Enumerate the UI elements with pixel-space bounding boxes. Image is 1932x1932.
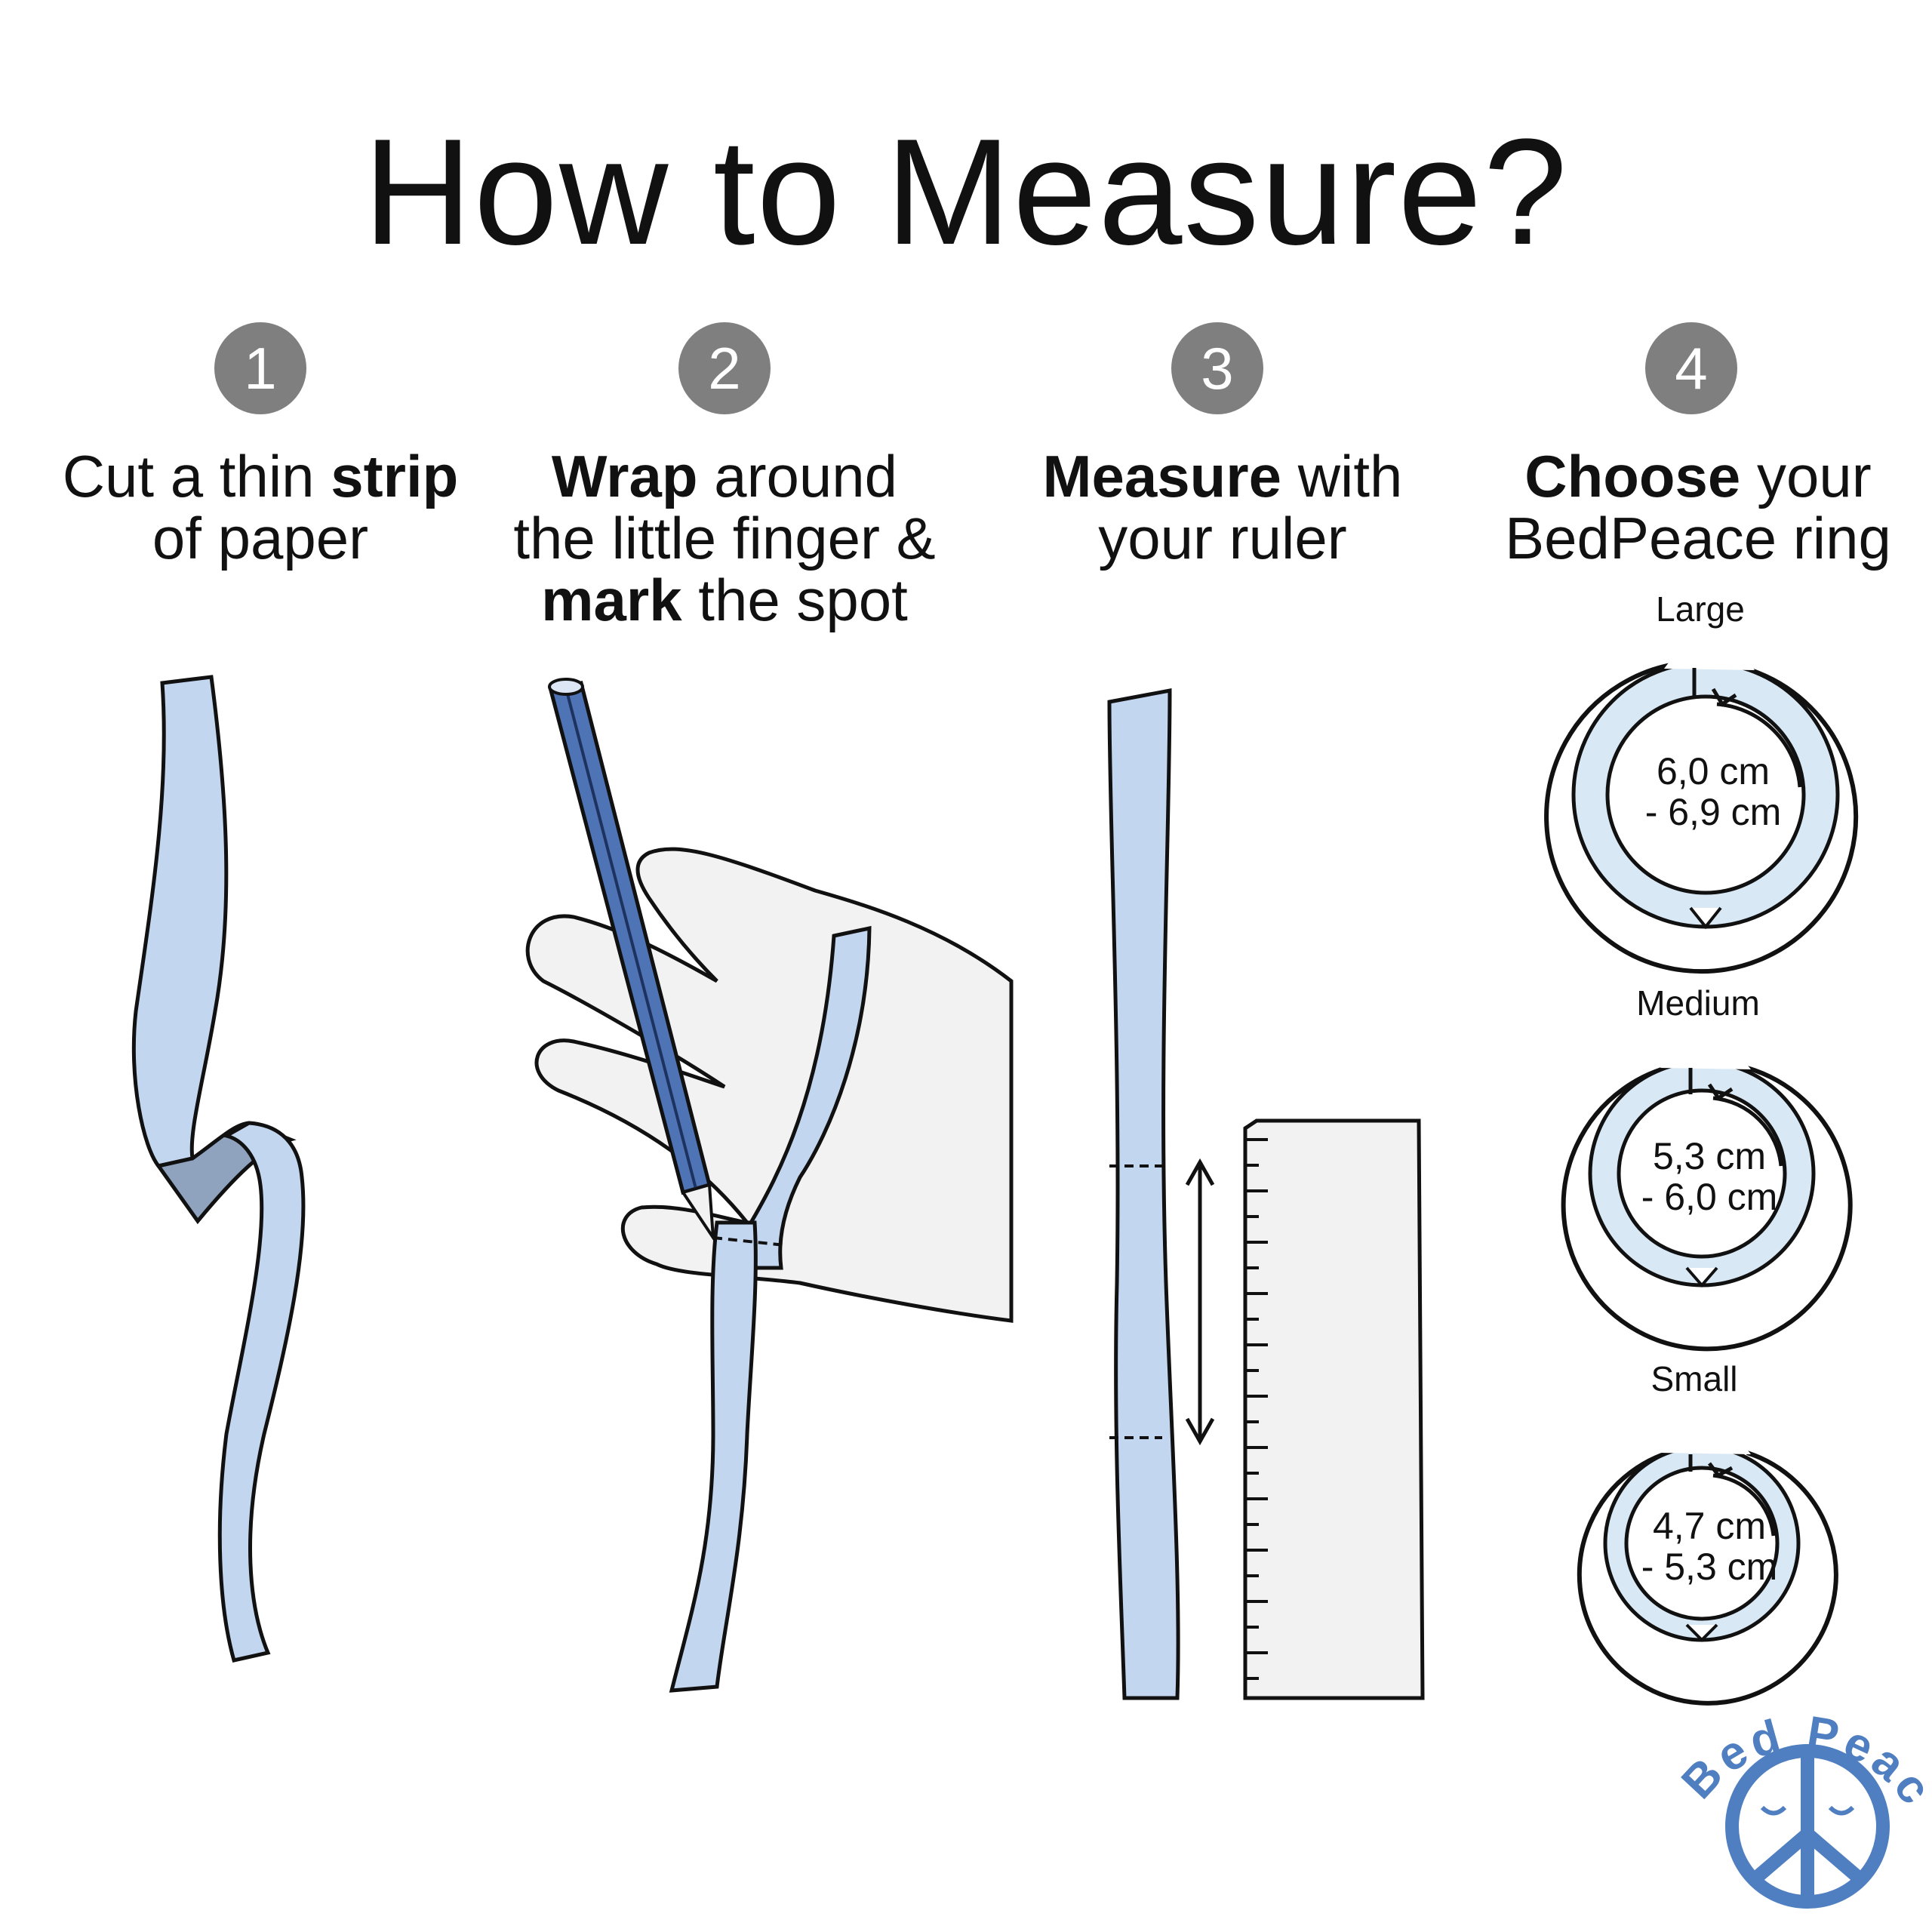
size-medium-range-min: 5,3 cm — [1652, 1135, 1767, 1177]
step-4-text-part: your — [1740, 443, 1872, 509]
size-medium-range-max: - 6,0 cm — [1641, 1176, 1778, 1218]
step-4-text-part: Choose — [1524, 443, 1741, 509]
size-large-range-max: - 6,9 cm — [1644, 791, 1782, 833]
size-medium-label: Medium — [1636, 983, 1760, 1023]
ring-large-arrow-icon — [1692, 668, 1802, 788]
size-medium-range: 5,3 cm - 6,0 cm — [1611, 1136, 1807, 1217]
ring-small-arrow-icon — [1688, 1454, 1776, 1537]
size-small-range-max: - 5,3 cm — [1641, 1546, 1778, 1588]
paper-strip-hanging — [669, 1220, 758, 1693]
step-3-text-part: your ruler — [1098, 505, 1347, 571]
ring-large — [1544, 644, 1859, 974]
hand-illustration — [525, 678, 1014, 1693]
size-large-label: Large — [1656, 589, 1745, 629]
step-3-text-part: Measure — [1042, 443, 1282, 509]
size-large-range-min: 6,0 cm — [1656, 750, 1770, 792]
step-1-text-part: Cut a thin — [62, 443, 331, 509]
step-1-number-badge: 1 — [214, 322, 306, 414]
size-large-range: 6,0 cm - 6,9 cm — [1615, 751, 1811, 832]
step-2-number-badge: 2 — [678, 322, 771, 414]
paper-strip-lower — [217, 1121, 306, 1663]
size-small-range: 4,7 cm - 5,3 cm — [1611, 1506, 1807, 1587]
step-1-text-part: strip — [331, 443, 459, 509]
step-2-text-part: the little finger & — [513, 505, 936, 571]
paper-strip-straight — [1107, 688, 1180, 1700]
step-4-text-part: BedPeace ring — [1505, 505, 1891, 571]
page-title: How to Measure? — [363, 108, 1569, 276]
pencil-icon — [548, 678, 715, 1244]
paper-strip-upper — [131, 675, 229, 1168]
ruler-ticks — [1247, 1138, 1268, 1680]
mark-line — [712, 1236, 786, 1247]
step-1-text-part: of paper — [152, 505, 369, 571]
step-4-number-badge: 4 — [1645, 322, 1737, 414]
step-2-text-part: around — [697, 443, 898, 509]
paper-strip-illustration — [131, 675, 306, 1663]
size-small-range-min: 4,7 cm — [1652, 1505, 1767, 1547]
ring-small — [1577, 1430, 1838, 1706]
ruler-illustration — [1107, 688, 1425, 1700]
ring-medium — [1561, 1045, 1853, 1352]
size-small-label: Small — [1651, 1359, 1738, 1398]
step-2-text-part: mark — [541, 567, 682, 633]
paper-strip-wrapped — [749, 925, 872, 1270]
step-3-number-badge: 3 — [1171, 322, 1263, 414]
ring-medium-arrow-icon — [1688, 1068, 1783, 1167]
pencil-tip — [680, 1183, 715, 1244]
double-arrow-icon — [1185, 1158, 1215, 1446]
step-2-text-part: the spot — [681, 567, 908, 633]
step-2-text-part: Wrap — [551, 443, 698, 509]
ruler — [1243, 1118, 1425, 1700]
step-3-text-part: with — [1281, 443, 1403, 509]
